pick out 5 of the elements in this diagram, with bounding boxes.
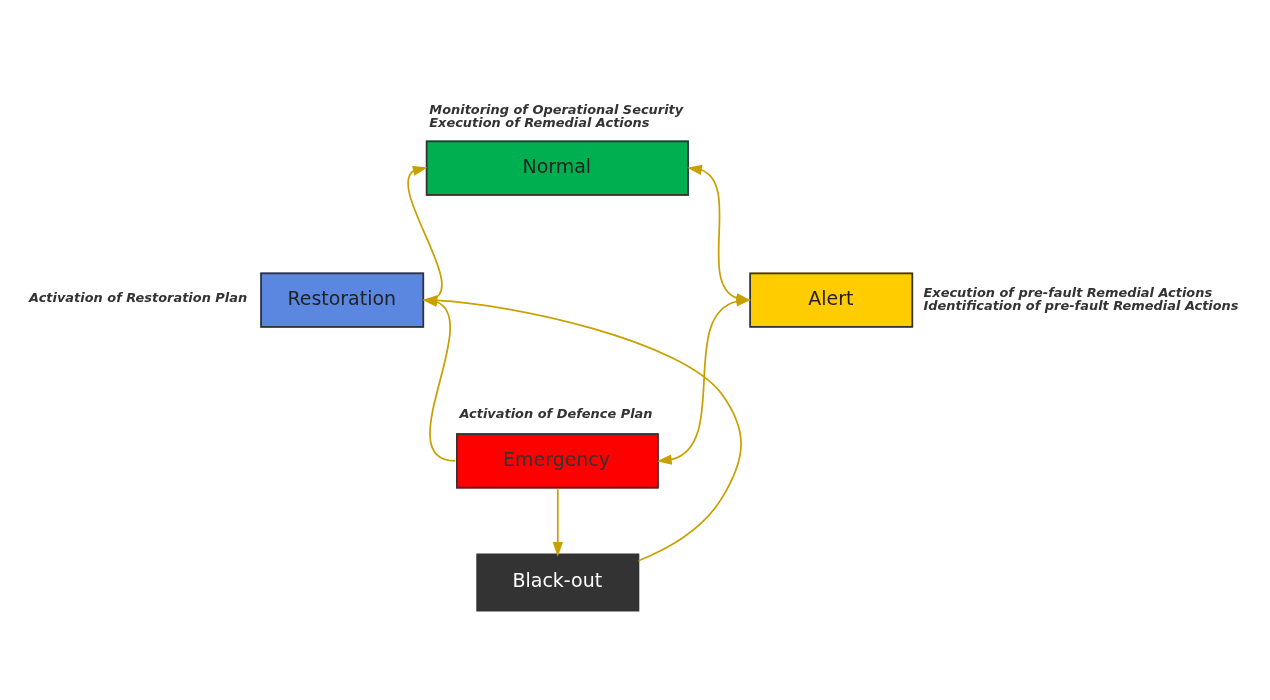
node-label: Identification of pre-fault Remedial Actions [923,297,1239,313]
node-label: Monitoring of Operational Security [429,101,684,117]
node-label: Execution of pre-fault Remedial Actions [923,284,1213,300]
node-label: Activation of Defence Plan [459,405,653,421]
node-label: Activation of Restoration Plan [29,289,248,305]
